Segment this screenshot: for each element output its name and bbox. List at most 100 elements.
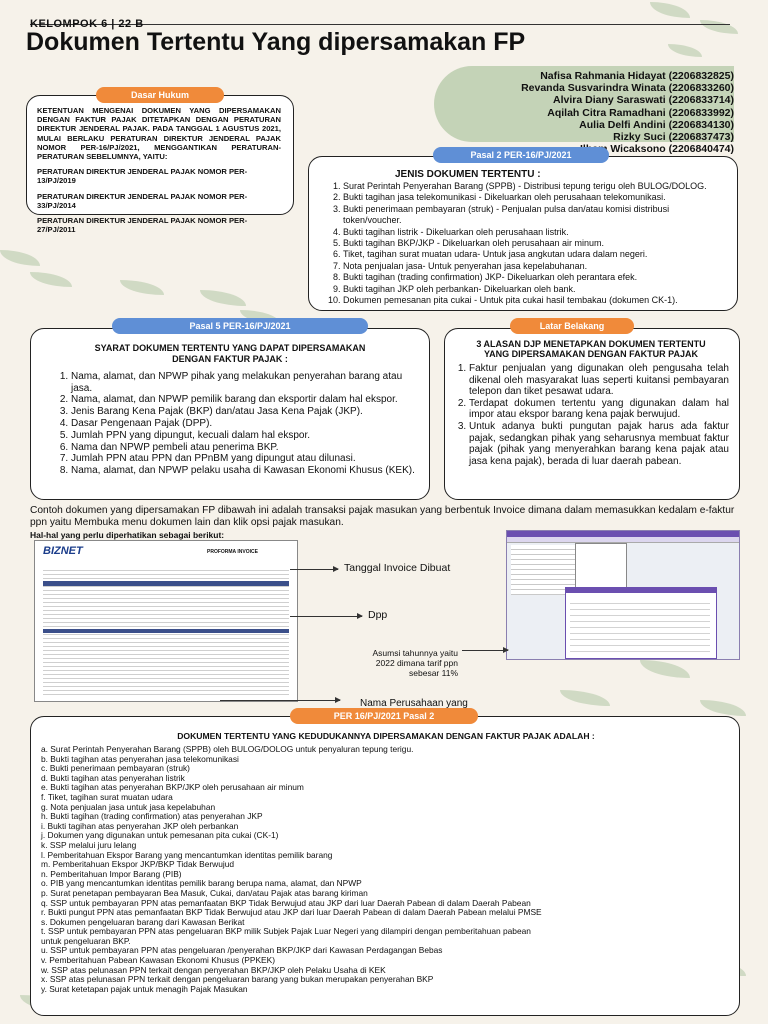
member-name: Aqilah Citra Ramadhani (2206833992) xyxy=(547,106,734,119)
list-item: Faktur penjualan yang digunakan oleh pen… xyxy=(469,363,729,398)
list-item: p. Surat penetapan pembayaran Bea Masuk,… xyxy=(41,887,368,898)
invoice-image: BIZNET PROFORMA INVOICE xyxy=(34,540,298,702)
list-item: y. Surat ketetapan pajak untuk menagih P… xyxy=(41,983,248,994)
list-item: v. Pemberitahuan Pabean Kawasan Ekonomi … xyxy=(41,955,276,966)
list-item: f. Tiket, tagihan surat muatan udara xyxy=(41,791,173,802)
leaf-decoration xyxy=(120,280,164,295)
dasar-hukum-intro: KETENTUAN MENGENAI DOKUMEN YANG DIPERSAM… xyxy=(37,106,281,162)
per16-heading: DOKUMEN TERTENTU YANG KEDUDUKANNYA DIPER… xyxy=(177,731,595,741)
list-item: Bukti penerimaan pembayaran (struk) - Pe… xyxy=(343,204,725,227)
dasar-hukum-rule: PERATURAN DIREKTUR JENDERAL PAJAK NOMOR … xyxy=(37,167,248,186)
callout-dpp: Dpp xyxy=(368,609,388,621)
list-item: Terdapat dokumen tertentu yang digunakan… xyxy=(469,398,729,421)
list-item: x. SSP atas pelunasan PPN terkait dengan… xyxy=(41,974,434,985)
list-item: Untuk adanya bukti pungutan pajak harus … xyxy=(469,421,729,467)
efaktur-titlebar xyxy=(507,531,739,537)
pasal2-heading: JENIS DOKUMEN TERTENTU : xyxy=(395,169,541,180)
list-item: Tiket, tagihan surat muatan udara- Untuk… xyxy=(343,249,725,260)
list-item: d. Bukti tagihan atas penyerahan listrik xyxy=(41,772,185,783)
pasal5-label: Pasal 5 PER-16/PJ/2021 xyxy=(112,318,368,334)
leaf-decoration xyxy=(200,290,246,306)
latar-list: Faktur penjualan yang digunakan oleh pen… xyxy=(453,363,729,467)
leaf-decoration xyxy=(30,272,72,287)
callout-arrow xyxy=(220,697,341,703)
list-item: Bukti tagihan JKP oleh perbankan- Dikelu… xyxy=(343,284,725,295)
list-item: a. Surat Perintah Penyerahan Barang (SPP… xyxy=(41,744,414,754)
list-item: k. SSP melalui juru lelang xyxy=(41,839,137,850)
member-name: Ilham Wicaksono (2206840474) xyxy=(580,143,734,156)
contoh-text: Contoh dokumen yang dipersamakan FP diba… xyxy=(30,505,735,528)
member-name: Revanda Susvarindra Winata (2206833260) xyxy=(521,82,734,95)
leaf-decoration xyxy=(700,700,746,716)
page-title: Dokumen Tertentu Yang dipersamakan FP xyxy=(26,28,526,56)
contoh-note: Hal-hal yang perlu diperhatikan sebagai … xyxy=(30,530,225,540)
list-item: Jumlah PPN yang dipungut, kecuali dalam … xyxy=(71,430,417,442)
list-item: h. Bukti tagihan (trading confirmation) … xyxy=(41,811,263,822)
member-list: Nafisa Rahmania Hidayat (2206832825) Rev… xyxy=(521,70,734,155)
callout-invoice-date: Tanggal Invoice Dibuat xyxy=(344,562,451,574)
pasal2-label: Pasal 2 PER-16/PJ/2021 xyxy=(433,147,609,163)
invoice-table-header xyxy=(43,629,289,633)
dasar-hukum-rule: PERATURAN DIREKTUR JENDERAL PAJAK NOMOR … xyxy=(37,191,248,210)
per16-panel: DOKUMEN TERTENTU YANG KEDUDUKANNYA DIPER… xyxy=(30,716,740,1016)
list-item: Nota penjualan jasa- Untuk penyerahan ja… xyxy=(343,261,725,272)
per16-label: PER 16/PJ/2021 Pasal 2 xyxy=(290,708,478,724)
leaf-decoration xyxy=(640,660,690,678)
leaf-decoration xyxy=(0,250,40,266)
leaf-decoration xyxy=(700,20,738,34)
list-item: u. SSP untuk pembayaran PPN atas pengelu… xyxy=(41,945,443,956)
list-item: l. Pemberitahuan Ekspor Barang yang menc… xyxy=(41,849,333,860)
list-item: q. SSP untuk pembayaran PPN atas pemanfa… xyxy=(41,897,531,908)
list-item: Surat Perintah Penyerahan Barang (SPPB) … xyxy=(343,181,725,192)
efaktur-dropdown-menu xyxy=(575,543,627,589)
pasal5-panel: SYARAT DOKUMEN TERTENTU YANG DAPAT DIPER… xyxy=(30,328,430,500)
group-label: KELOMPOK 6 | 22 B xyxy=(30,18,144,30)
callout-arrow xyxy=(462,647,509,653)
list-item: Bukti tagihan (trading confirmation) JKP… xyxy=(343,272,725,283)
header-rule xyxy=(30,24,730,25)
list-item: Nama, alamat, dan NPWP pemilik barang da… xyxy=(71,394,417,406)
list-item: Jenis Barang Kena Pajak (BKP) dan/atau J… xyxy=(71,406,417,418)
list-item: r. Bukti pungut PPN atas pemanfaatan BKP… xyxy=(41,907,542,918)
list-item: b. Bukti tagihan atas penyerahan jasa te… xyxy=(41,753,239,764)
list-item: Dokumen pemesanan pita cukai - Untuk pit… xyxy=(343,295,725,306)
latar-heading: 3 ALASAN DJP MENETAPKAN DOKUMEN TERTENTU… xyxy=(476,339,706,359)
list-item: Jumlah PPN atau PPN dan PPnBM yang dipun… xyxy=(71,453,417,465)
list-item: o. PIB yang mencantumkan identitas pemil… xyxy=(41,878,362,889)
efaktur-screenshot xyxy=(506,530,740,660)
dasar-hukum-rule: PERATURAN DIREKTUR JENDERAL PAJAK NOMOR … xyxy=(37,216,248,235)
leaf-decoration xyxy=(560,690,610,706)
pasal2-panel: JENIS DOKUMEN TERTENTU : Surat Perintah … xyxy=(308,156,738,311)
list-item: i. Bukti tagihan atas penyerahan JKP ole… xyxy=(41,820,239,831)
dasar-hukum-panel: KETENTUAN MENGENAI DOKUMEN YANG DIPERSAM… xyxy=(26,95,294,234)
list-item: j. Dokumen yang digunakan untuk pemesana… xyxy=(41,830,279,841)
leaf-decoration xyxy=(650,2,690,18)
pasal5-list: Nama, alamat, dan NPWP pihak yang melaku… xyxy=(43,371,417,477)
latar-label: Latar Belakang xyxy=(510,318,634,334)
invoice-brand: BIZNET xyxy=(43,545,83,557)
per16-list: a. Surat Perintah Penyerahan Barang (SPP… xyxy=(41,744,731,994)
callout-ppn-rate: Asumsi tahunnya yaitu 2022 dimana tarif … xyxy=(372,648,458,678)
pasal5-heading: SYARAT DOKUMEN TERTENTU YANG DAPAT DIPER… xyxy=(94,343,366,365)
list-item: s. Dokumen pengeluaran barang dari Kawas… xyxy=(41,916,245,927)
efaktur-menubar xyxy=(507,537,739,543)
list-item: Bukti tagihan BKP/JKP - Dikeluarkan oleh… xyxy=(343,238,725,249)
dasar-hukum-label: Dasar Hukum xyxy=(96,87,224,103)
list-item: Dasar Pengenaan Pajak (DPP). xyxy=(71,418,417,430)
list-item: t. SSP untuk pembayaran PPN atas pengelu… xyxy=(41,926,531,937)
list-item: w. SSP atas pelunasan PPN terkait dengan… xyxy=(41,964,386,975)
invoice-table-header xyxy=(43,581,289,586)
list-item: untuk pengeluaran BKP. xyxy=(41,935,131,946)
list-item: Nama dan NPWP pembeli atau penerima BKP. xyxy=(71,442,417,454)
member-name: Nafisa Rahmania Hidayat (2206832825) xyxy=(540,70,734,82)
list-item: Nama, alamat, dan NPWP pelaku usaha di K… xyxy=(71,465,417,477)
members-background xyxy=(434,66,734,142)
list-item: Nama, alamat, dan NPWP pihak yang melaku… xyxy=(71,371,417,395)
latar-panel: 3 ALASAN DJP MENETAPKAN DOKUMEN TERTENTU… xyxy=(444,328,740,500)
member-name: Alvira Diany Saraswati (2206833714) xyxy=(553,94,734,107)
list-item: Bukti tagihan listrik - Dikeluarkan oleh… xyxy=(343,227,725,238)
callout-arrow xyxy=(290,613,363,619)
list-item: e. Bukti tagihan atas penyerahan BKP/JKP… xyxy=(41,782,304,793)
member-name: Aulia Delfi Andini (2206834130) xyxy=(579,118,734,131)
list-item: n. Pemberitahuan Impor Barang (PIB) xyxy=(41,868,182,879)
